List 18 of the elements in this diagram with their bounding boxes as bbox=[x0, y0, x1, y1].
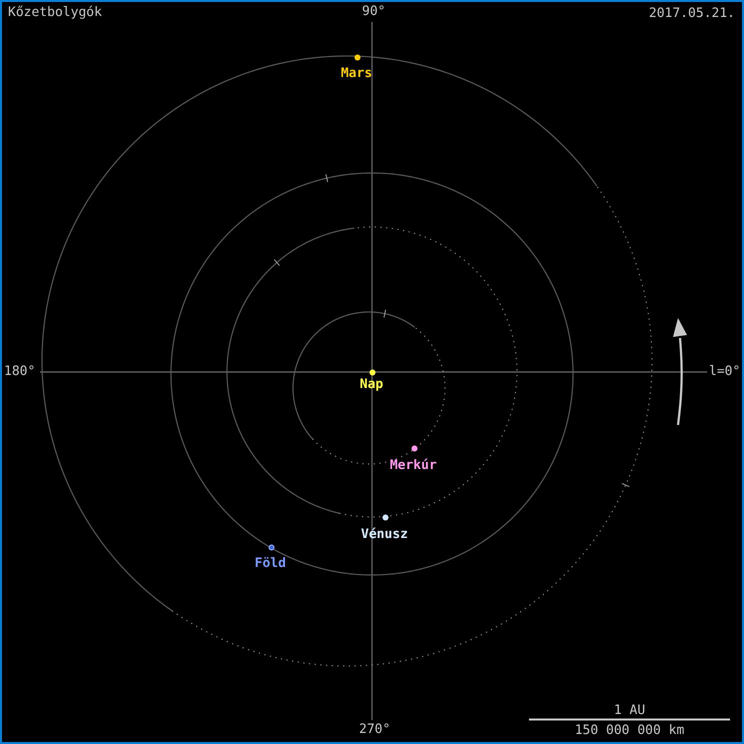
planet-dot bbox=[382, 514, 389, 521]
date-label: 2017.05.21. bbox=[648, 6, 735, 21]
angle-label: 270° bbox=[359, 722, 390, 737]
sun-label: Nap bbox=[360, 377, 384, 392]
planet-dot bbox=[354, 54, 361, 61]
diagram-title: Kőzetbolygók bbox=[8, 5, 102, 20]
sun-dot bbox=[368, 368, 376, 376]
scale-label: 150 000 000 km bbox=[574, 723, 684, 738]
planet-label: Mars bbox=[340, 66, 372, 81]
angle-label: 90° bbox=[362, 4, 386, 19]
angle-label: 180° bbox=[4, 364, 36, 379]
planet-dot bbox=[410, 444, 418, 452]
planet-dot bbox=[268, 544, 275, 551]
planet-label: Vénusz bbox=[361, 527, 408, 542]
planet-label: Merkúr bbox=[390, 458, 437, 473]
angle-label: l=0° bbox=[709, 364, 740, 379]
scale-label: 1 AU bbox=[614, 703, 646, 718]
planet-label: Föld bbox=[254, 556, 286, 571]
